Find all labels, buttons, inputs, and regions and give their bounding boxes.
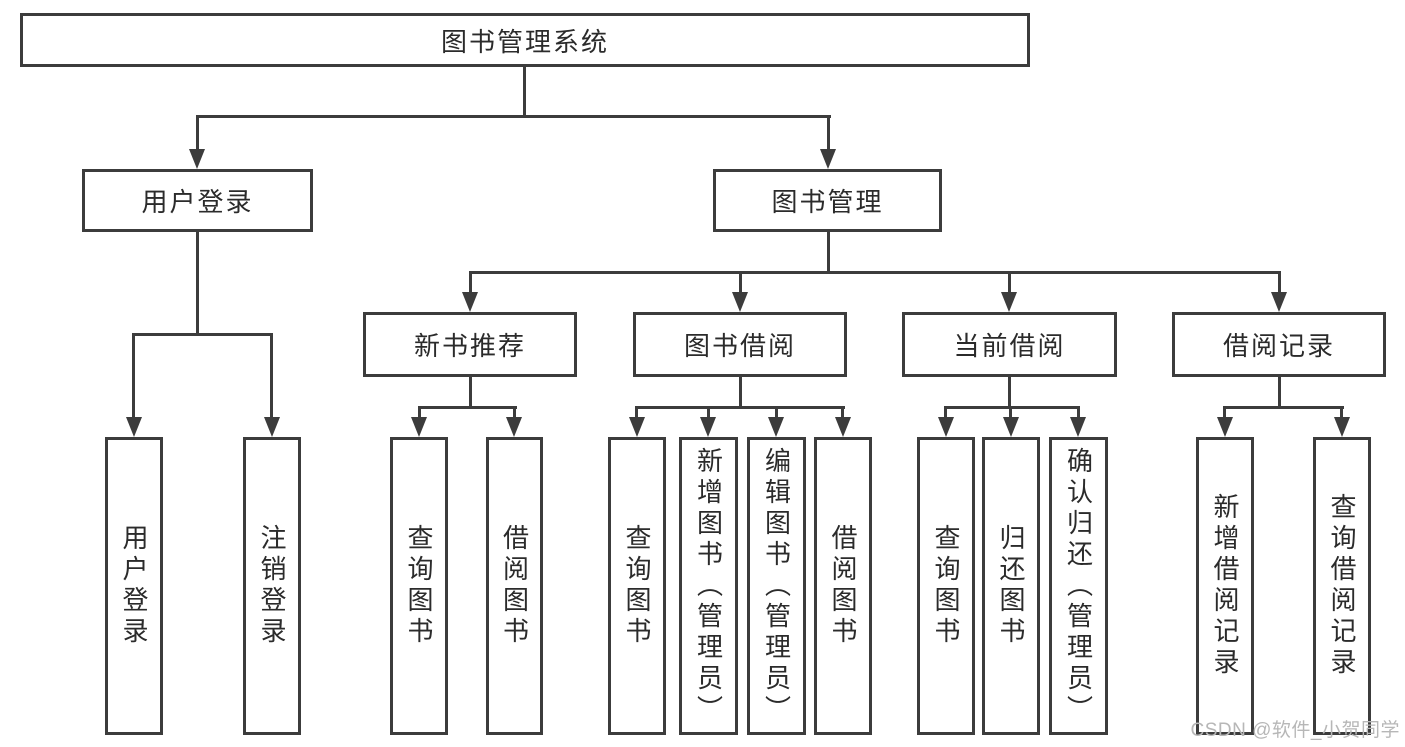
connector-borrow-records-crossbar <box>1223 406 1344 409</box>
connector-borrow-records-stem <box>1278 377 1281 409</box>
connector-to-logout-leaf-shaft <box>270 333 273 417</box>
node-book-management: 图书管理 <box>713 169 942 232</box>
arrow-to-bb-borrow <box>835 417 851 437</box>
connector-to-bb-add-shaft <box>707 406 710 421</box>
leaf-recommend-borrow-books: 借阅图书 <box>486 437 543 735</box>
arrow-to-br-query <box>1334 417 1350 437</box>
leaf-current-confirm-return: 确认归还（管理员） <box>1049 437 1108 735</box>
leaf-current-query-books-label: 查询图书 <box>931 524 961 648</box>
node-borrow-records: 借阅记录 <box>1172 312 1386 377</box>
connector-to-cb-confirm-shaft <box>1077 406 1080 421</box>
leaf-borrow-query-books: 查询图书 <box>608 437 666 735</box>
csdn-watermark: CSDN @软件_小贺同学 <box>1190 720 1400 741</box>
node-current-borrow: 当前借阅 <box>902 312 1117 377</box>
node-user-login-label: 用户登录 <box>141 187 254 217</box>
node-root: 图书管理系统 <box>20 13 1030 67</box>
leaf-user-login: 用户登录 <box>105 437 163 735</box>
connector-book-management-crossbar <box>469 271 1281 274</box>
leaf-current-query-books: 查询图书 <box>917 437 975 735</box>
arrow-to-user-login <box>189 149 205 169</box>
arrow-to-borrow-records <box>1271 292 1287 312</box>
arrow-to-bb-add <box>700 417 716 437</box>
connector-to-bb-query-shaft <box>635 406 638 421</box>
connector-to-borrow-records-shaft <box>1278 271 1281 296</box>
leaf-current-return-books-label: 归还图书 <box>996 524 1026 648</box>
connector-to-recommend-query-shaft <box>418 406 421 421</box>
connector-root-crossbar <box>196 115 831 118</box>
arrow-to-logout-leaf <box>264 417 280 437</box>
node-book-borrow-label: 图书借阅 <box>683 331 796 361</box>
connector-to-br-add-shaft <box>1223 406 1226 421</box>
connector-to-book-management-shaft <box>827 115 830 151</box>
leaf-current-return-books: 归还图书 <box>982 437 1040 735</box>
leaf-borrow-query-books-label: 查询图书 <box>622 524 652 648</box>
connector-to-bb-edit-shaft <box>775 406 778 421</box>
arrow-to-recommend-query <box>411 417 427 437</box>
node-user-login: 用户登录 <box>82 169 313 232</box>
arrow-to-bb-query <box>629 417 645 437</box>
connector-to-br-query-shaft <box>1340 406 1343 421</box>
connector-current-borrow-crossbar <box>944 406 1080 409</box>
leaf-logout: 注销登录 <box>243 437 301 735</box>
leaf-borrow-add-books: 新增图书（管理员） <box>679 437 738 735</box>
node-borrow-records-label: 借阅记录 <box>1222 331 1335 361</box>
leaf-current-confirm-return-label: 确认归还（管理员） <box>1063 446 1094 726</box>
leaf-borrow-borrow-books: 借阅图书 <box>814 437 872 735</box>
arrow-to-cb-query <box>938 417 954 437</box>
connector-new-book-recommend-stem <box>469 377 472 409</box>
node-new-book-recommend: 新书推荐 <box>363 312 577 377</box>
arrow-to-book-management <box>820 149 836 169</box>
arrow-to-cb-return <box>1003 417 1019 437</box>
node-current-borrow-label: 当前借阅 <box>953 331 1066 361</box>
leaf-recommend-query-books: 查询图书 <box>390 437 448 735</box>
leaf-user-login-label: 用户登录 <box>119 524 149 648</box>
connector-user-login-crossbar <box>132 333 273 336</box>
node-new-book-recommend-label: 新书推荐 <box>413 331 526 361</box>
arrow-to-new-book-recommend <box>462 292 478 312</box>
leaf-records-add-record: 新增借阅记录 <box>1196 437 1254 735</box>
connector-user-login-stem <box>196 232 199 336</box>
leaf-recommend-borrow-books-label: 借阅图书 <box>499 524 530 648</box>
arrow-to-bb-edit <box>768 417 784 437</box>
leaf-recommend-query-books-label: 查询图书 <box>404 524 434 648</box>
arrow-to-recommend-borrow <box>506 417 522 437</box>
connector-book-borrow-crossbar <box>635 406 845 409</box>
connector-to-bb-borrow-shaft <box>841 406 844 421</box>
arrow-to-user-login-leaf <box>126 417 142 437</box>
connector-book-borrow-stem <box>739 377 742 409</box>
connector-to-recommend-borrow-shaft <box>513 406 516 421</box>
connector-to-user-login-leaf-shaft <box>132 333 135 417</box>
arrow-to-current-borrow <box>1001 292 1017 312</box>
connector-to-book-borrow-shaft <box>739 271 742 296</box>
node-book-management-label: 图书管理 <box>771 187 884 217</box>
leaf-records-query-record: 查询借阅记录 <box>1313 437 1371 735</box>
leaf-records-query-record-label: 查询借阅记录 <box>1327 493 1357 679</box>
node-book-borrow: 图书借阅 <box>633 312 847 377</box>
connector-new-book-recommend-crossbar <box>418 406 517 409</box>
leaf-records-add-record-label: 新增借阅记录 <box>1210 493 1240 679</box>
leaf-logout-label: 注销登录 <box>257 524 287 648</box>
arrow-to-cb-confirm <box>1070 417 1086 437</box>
node-root-label: 图书管理系统 <box>440 26 609 57</box>
connector-to-cb-return-shaft <box>1009 406 1012 421</box>
arrow-to-book-borrow <box>732 292 748 312</box>
connector-to-user-login-shaft <box>196 115 199 151</box>
connector-to-cb-query-shaft <box>944 406 947 421</box>
connector-current-borrow-stem <box>1008 377 1011 409</box>
connector-to-current-borrow-shaft <box>1008 271 1011 296</box>
leaf-borrow-add-books-label: 新增图书（管理员） <box>693 446 724 726</box>
arrow-to-br-add <box>1217 417 1233 437</box>
leaf-borrow-borrow-books-label: 借阅图书 <box>828 524 858 648</box>
leaf-borrow-edit-books-label: 编辑图书（管理员） <box>761 446 792 726</box>
leaf-borrow-edit-books: 编辑图书（管理员） <box>747 437 806 735</box>
connector-book-management-stem <box>827 232 830 274</box>
connector-to-new-book-recommend-shaft <box>469 271 472 296</box>
connector-root-stem <box>523 67 526 118</box>
